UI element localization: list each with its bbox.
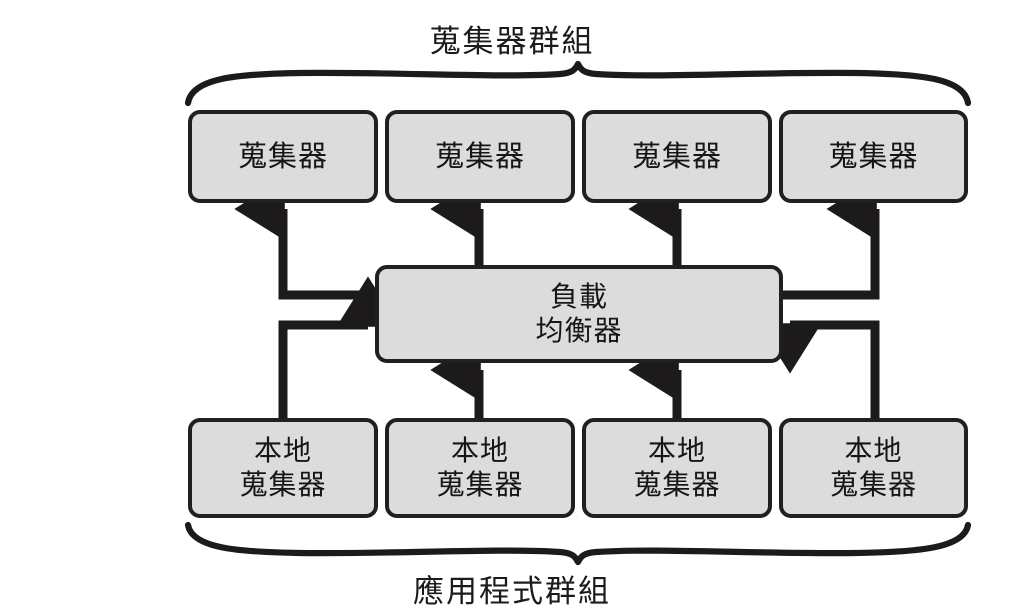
local-collector-4[interactable]: 本地 蒐集器 [779, 418, 968, 518]
load-balancer[interactable]: 負載 均衡器 [375, 265, 783, 363]
collector-3-label: 蒐集器 [631, 138, 722, 173]
bottom-brace-icon [184, 521, 972, 566]
application-group-label: 應用程式群組 [413, 574, 611, 610]
top-brace-icon [184, 60, 972, 107]
edge-local-collector-1-to-balancer [278, 276, 400, 418]
local-collector-1[interactable]: 本地 蒐集器 [188, 418, 378, 518]
collector-2[interactable]: 蒐集器 [385, 110, 575, 203]
local-collector-2[interactable]: 本地 蒐集器 [385, 418, 575, 518]
load-balancer-label-line1: 負載 [549, 279, 608, 313]
load-balancer-label-line2: 均衡器 [535, 314, 623, 347]
collector-3[interactable]: 蒐集器 [582, 110, 772, 203]
local-collector-3[interactable]: 本地 蒐集器 [582, 418, 772, 518]
local-collector-3-label-line2: 蒐集器 [633, 468, 721, 501]
local-collector-1-label-line1: 本地 [253, 433, 312, 467]
edge-balancer-to-collector-1 [234, 177, 375, 300]
local-collector-3-label-line1: 本地 [647, 433, 706, 467]
local-collector-4-label-line1: 本地 [844, 433, 903, 467]
collector-group-label: 蒐集器群組 [429, 24, 595, 60]
collector-4-label: 蒐集器 [828, 138, 919, 173]
edge-balancer-to-collector-4 [783, 177, 880, 300]
collector-1[interactable]: 蒐集器 [188, 110, 378, 203]
collector-4[interactable]: 蒐集器 [779, 110, 968, 203]
local-collector-4-label-line2: 蒐集器 [829, 468, 917, 501]
edge-local-collector-4-to-balancer [758, 320, 880, 418]
collector-2-label: 蒐集器 [434, 138, 525, 173]
local-collector-2-label-line2: 蒐集器 [436, 468, 524, 501]
local-collector-2-label-line1: 本地 [450, 433, 509, 467]
collector-1-label: 蒐集器 [237, 138, 328, 173]
local-collector-1-label-line2: 蒐集器 [239, 468, 327, 501]
